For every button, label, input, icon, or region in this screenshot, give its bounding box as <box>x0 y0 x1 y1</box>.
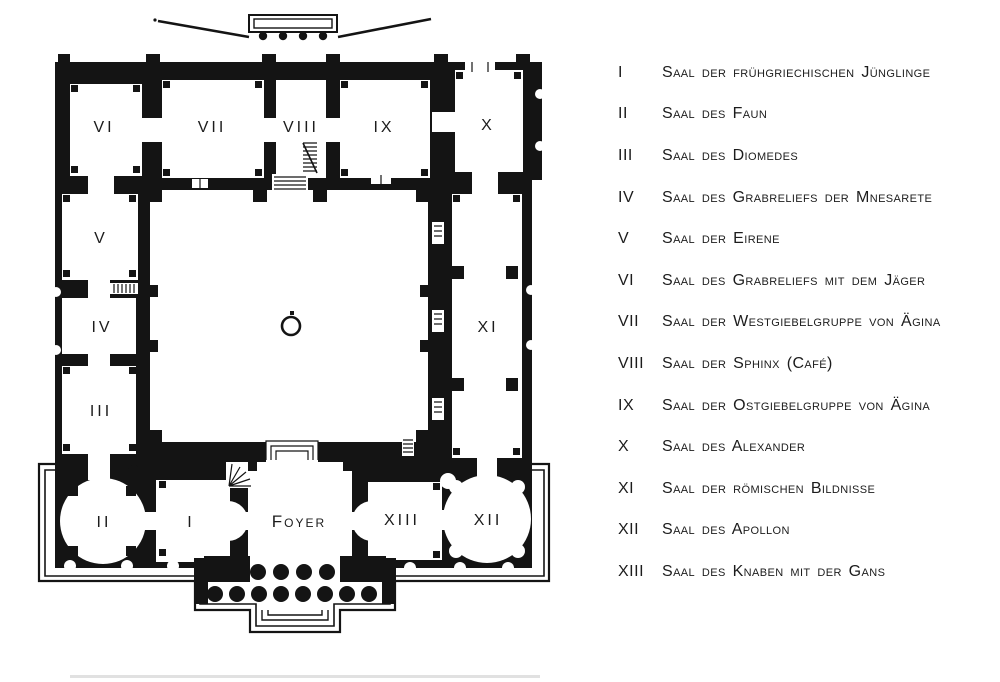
legend-row: XII Saal des Apollon <box>618 510 996 552</box>
legend-room-name: Saal des Knaben mit der Gans <box>662 562 886 580</box>
floor-plan: VI VII VIII IX X V IV III XI II I Foyer … <box>37 14 551 678</box>
legend-row: II Saal des Faun <box>618 94 996 136</box>
legend-numeral: X <box>618 438 630 456</box>
legend-row: III Saal des Diomedes <box>618 135 996 177</box>
legend-room-name: Saal der Ostgiebelgruppe von Ägina <box>662 396 931 414</box>
legend-numeral: IX <box>618 396 635 414</box>
scan-artifact <box>70 675 540 678</box>
room-label-xi: XI <box>477 319 498 336</box>
legend-row: XI Saal der römischen Bildnisse <box>618 468 996 510</box>
legend-row: XIII Saal des Knaben mit der Gans <box>618 551 996 593</box>
room-label-ii: II <box>97 514 112 531</box>
room-label-xii: XII <box>474 512 503 529</box>
legend-numeral: XII <box>618 521 640 539</box>
legend-row: V Saal der Eirene <box>618 218 996 260</box>
legend-row: I Saal der frühgriechischen Jünglinge <box>618 52 996 94</box>
legend-room-name: Saal des Alexander <box>662 438 806 456</box>
legend-numeral: VIII <box>618 354 645 372</box>
legend-numeral: XIII <box>618 562 645 580</box>
legend-room-name: Saal des Diomedes <box>662 146 799 164</box>
legend-room-name: Saal des Apollon <box>662 521 790 539</box>
legend-room-name: Saal des Faun <box>662 105 768 123</box>
platform-steps <box>37 462 551 634</box>
legend-numeral: II <box>618 105 628 123</box>
legend-row: VIII Saal der Sphinx (Café) <box>618 343 996 385</box>
rooms <box>60 62 531 608</box>
room-label-i: I <box>187 514 194 531</box>
legend-room-name: Saal des Grabreliefs der Mnesarete <box>662 188 933 206</box>
legend-row: X Saal des Alexander <box>618 426 996 468</box>
room-label-xiii: XIII <box>384 512 420 529</box>
legend-numeral: V <box>618 230 630 248</box>
door-gaps <box>88 62 497 566</box>
legend-room-name: Saal der Sphinx (Café) <box>662 354 833 372</box>
foyer-label: Foyer <box>272 512 326 531</box>
column-near-xii <box>440 473 456 489</box>
room-label-v: V <box>94 230 108 247</box>
wall-details <box>63 72 521 604</box>
portico-columns <box>207 564 377 602</box>
legend-room-name: Saal der frühgriechischen Jünglinge <box>662 63 931 81</box>
legend-numeral: IV <box>618 188 635 206</box>
legend-room-name: Saal der Eirene <box>662 230 780 248</box>
legend-row: IV Saal des Grabreliefs der Mnesarete <box>618 177 996 219</box>
forecourt-column-dots <box>258 31 328 41</box>
stairs <box>113 62 489 487</box>
room-label-vi: VI <box>93 119 114 136</box>
legend-row: VII Saal der Westgiebelgruppe von Ägina <box>618 302 996 344</box>
legend-row: VI Saal des Grabreliefs mit dem Jäger <box>618 260 996 302</box>
room-labels: VI VII VIII IX X V IV III XI II I Foyer … <box>90 117 503 531</box>
room-label-ix: IX <box>373 119 394 136</box>
legend-numeral: III <box>618 146 633 164</box>
forecourt-gate <box>153 14 432 41</box>
legend-room-name: Saal des Grabreliefs mit dem Jäger <box>662 271 926 289</box>
room-label-iv: IV <box>91 319 112 336</box>
room-label-vii: VII <box>198 119 227 136</box>
room-label-iii: III <box>90 403 112 420</box>
legend-room-name: Saal der römischen Bildnisse <box>662 479 876 497</box>
legend-numeral: VI <box>618 271 635 289</box>
legend-numeral: I <box>618 63 623 81</box>
legend-numeral: VII <box>618 313 640 331</box>
fountain-icon <box>280 311 302 337</box>
legend-numeral: XI <box>618 479 635 497</box>
legend-room-name: Saal der Westgiebelgruppe von Ägina <box>662 313 941 331</box>
legend-row: IX Saal der Ostgiebelgruppe von Ägina <box>618 385 996 427</box>
engaged-columns <box>51 89 545 574</box>
room-label-x: X <box>481 117 495 134</box>
legend: I Saal der frühgriechischen Jünglinge II… <box>618 52 996 593</box>
room-label-viii: VIII <box>283 119 319 136</box>
